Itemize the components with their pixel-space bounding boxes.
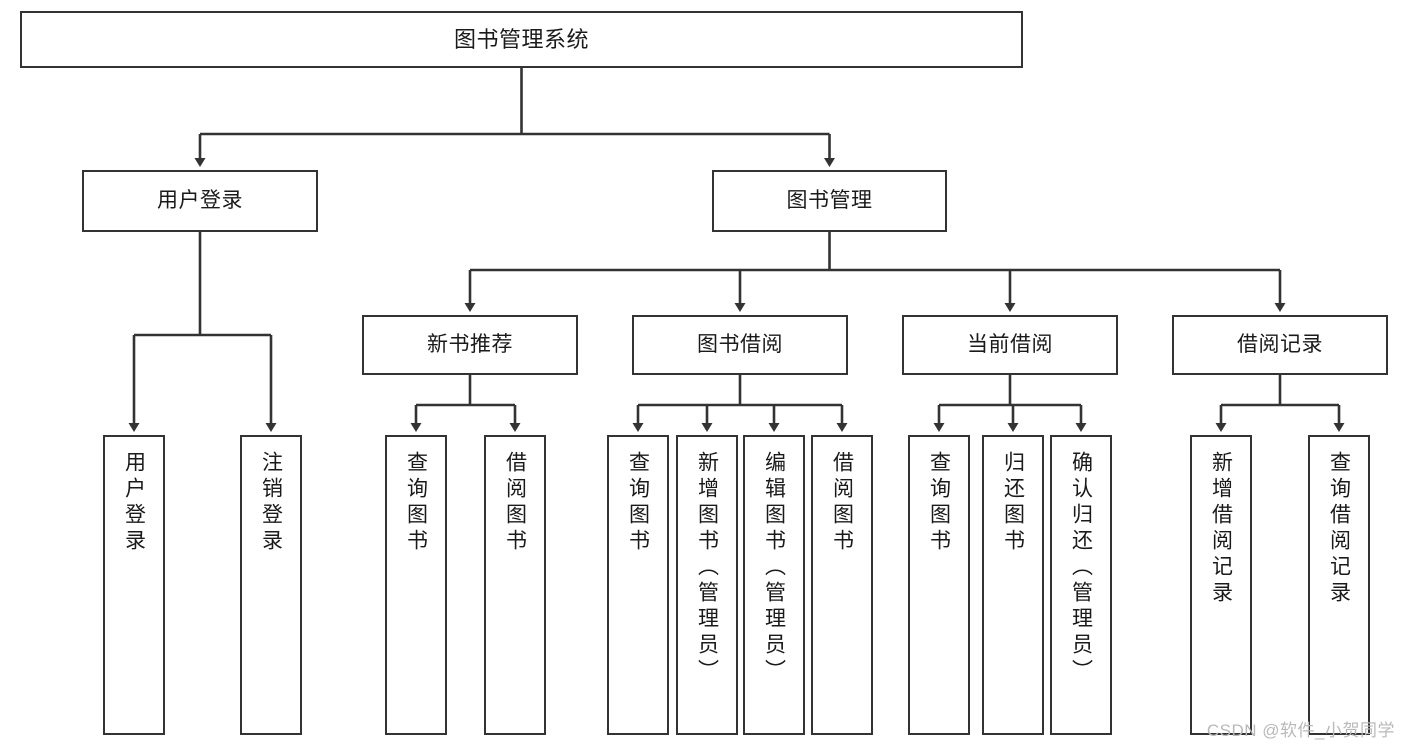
node-leaf-borrow-4[interactable]: 借阅图书 [811,435,873,735]
node-current[interactable]: 当前借阅 [902,315,1118,375]
node-leaf-cur-2[interactable]: 归还图书 [982,435,1044,735]
node-leaf-rec-1[interactable]: 新增借阅记录 [1190,435,1252,735]
node-label: 图书管理系统 [453,26,589,52]
node-label: 确认归还（管理员） [1069,451,1093,685]
node-label: 图书借阅 [697,332,783,356]
node-leaf-borrow-2[interactable]: 新增图书（管理员） [676,435,738,735]
node-label: 查询借阅记录 [1327,451,1351,607]
node-label: 借阅图书 [503,451,527,555]
node-login[interactable]: 用户登录 [82,170,318,232]
node-label: 注销登录 [259,451,283,555]
node-label: 新增图书（管理员） [695,451,719,685]
node-label: 当前借阅 [967,332,1053,356]
node-leaf-borrow-3[interactable]: 编辑图书（管理员） [743,435,805,735]
node-root[interactable]: 图书管理系统 [20,11,1023,68]
node-newbook[interactable]: 新书推荐 [362,315,578,375]
node-label: 新书推荐 [427,332,513,356]
node-leaf-rec-2[interactable]: 查询借阅记录 [1308,435,1370,735]
node-borrow[interactable]: 图书借阅 [632,315,848,375]
node-leaf-new-1[interactable]: 查询图书 [385,435,447,735]
node-leaf-borrow-1[interactable]: 查询图书 [607,435,669,735]
csdn-watermark: CSDN @软件_小贺同学 [1206,721,1395,740]
node-label: 用户登录 [122,451,146,555]
node-label: 用户登录 [157,188,243,212]
node-leaf-login-2[interactable]: 注销登录 [240,435,302,735]
node-label: 图书管理 [786,188,873,212]
node-label: 新增借阅记录 [1209,451,1233,607]
node-label: 查询图书 [927,451,951,555]
node-label: 归还图书 [1001,451,1025,555]
node-leaf-cur-1[interactable]: 查询图书 [908,435,970,735]
node-label: 借阅记录 [1237,332,1323,356]
node-leaf-new-2[interactable]: 借阅图书 [484,435,546,735]
node-leaf-login-1[interactable]: 用户登录 [103,435,165,735]
node-bookmgmt[interactable]: 图书管理 [712,170,947,232]
node-records[interactable]: 借阅记录 [1172,315,1388,375]
node-label: 查询图书 [404,451,428,555]
node-leaf-cur-3[interactable]: 确认归还（管理员） [1050,435,1112,735]
node-label: 借阅图书 [830,451,854,555]
node-label: 编辑图书（管理员） [762,451,786,685]
node-label: 查询图书 [626,451,650,555]
